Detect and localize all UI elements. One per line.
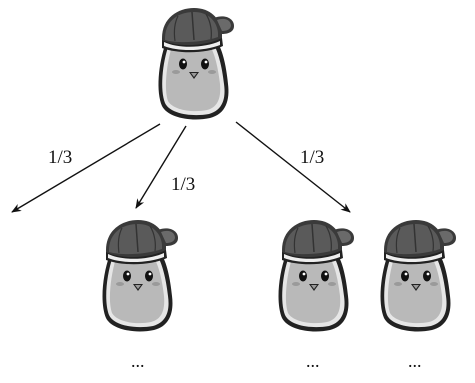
child-node-creature [101, 219, 179, 333]
edge-probability-label: 1/3 [300, 147, 324, 168]
continuation-ellipsis: ... [131, 351, 145, 371]
edge-probability-label: 1/3 [171, 174, 195, 195]
continuation-ellipsis: ... [408, 351, 422, 371]
child-node-creature [379, 219, 457, 333]
edge-arrow-middle [135, 125, 187, 209]
edge-arrow-left [11, 123, 161, 213]
edge-arrow-right [235, 121, 351, 213]
edge-probability-label: 1/3 [48, 147, 72, 168]
continuation-ellipsis: ... [306, 351, 320, 371]
child-node-creature [277, 219, 355, 333]
root-node-creature [157, 7, 235, 121]
